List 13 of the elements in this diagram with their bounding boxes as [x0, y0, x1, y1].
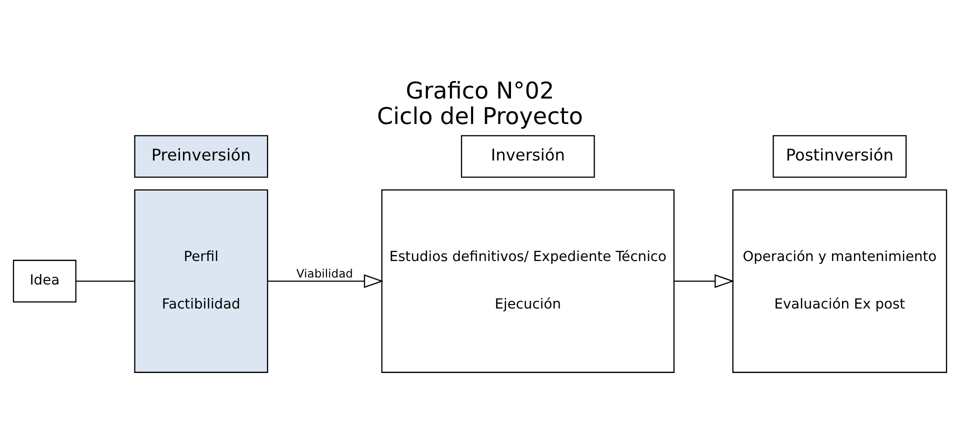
arrow — [268, 274, 384, 288]
node-box: Postinversión — [772, 135, 907, 178]
edge-label: Viabilidad — [296, 266, 353, 281]
arrow — [674, 274, 734, 288]
diagram-title: Grafico N°02 — [406, 78, 554, 105]
node-box: Operación y mantenimiento Evaluación Ex post — [732, 189, 948, 373]
node-box: Preinversión — [134, 135, 268, 178]
node-box: Perfil Factibilidad — [134, 189, 268, 373]
node-box: Idea — [12, 260, 76, 303]
label: Ciclo del Proyecto — [376, 104, 584, 130]
node-box: Estudios definitivos/ Expediente Técnico Ejecución — [381, 189, 675, 373]
connector — [76, 280, 135, 282]
node-box: Inversión — [460, 135, 595, 178]
